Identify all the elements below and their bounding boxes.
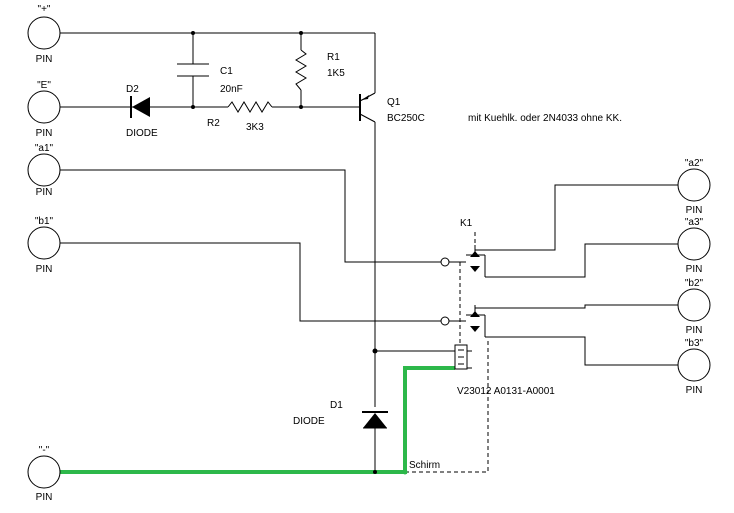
pin-a2: "a2" PIN [677, 158, 711, 216]
shield-dashed [405, 340, 489, 473]
svg-text:V23012 A0131-A0001: V23012 A0131-A0001 [457, 386, 555, 397]
svg-text:PIN: PIN [36, 492, 53, 503]
pin-b2: "b2" PIN [677, 278, 711, 336]
pin-b1: "b1" PIN [27, 216, 61, 275]
pin-e: "E" PIN [27, 80, 61, 139]
svg-text:PIN: PIN [686, 264, 703, 275]
pin-plus: "+" PIN [27, 4, 61, 65]
svg-text:"b2": "b2" [685, 278, 704, 289]
svg-text:"E": "E" [37, 80, 51, 91]
svg-text:PIN: PIN [36, 54, 53, 65]
diode-d1: D1 DIODE [293, 400, 388, 429]
svg-text:20nF: 20nF [220, 84, 243, 95]
svg-text:R1: R1 [327, 52, 340, 63]
relay-k1: K1 V23012 A0131-A0001 [440, 218, 555, 397]
svg-text:1K5: 1K5 [327, 68, 345, 79]
svg-text:"a3": "a3" [685, 217, 704, 228]
junctions [191, 31, 408, 475]
svg-text:BC250C: BC250C [387, 113, 425, 124]
svg-text:"a1": "a1" [35, 143, 54, 154]
shield-wire [60, 366, 455, 474]
capacitor-c1: C1 20nF [177, 63, 243, 95]
shield-label: Schirm [409, 460, 440, 471]
wires [60, 32, 678, 472]
diode-d2: D2 DIODE [126, 84, 160, 139]
svg-text:PIN: PIN [686, 325, 703, 336]
svg-text:PIN: PIN [36, 264, 53, 275]
pin-a3: "a3" PIN [677, 217, 711, 275]
svg-text:PIN: PIN [686, 385, 703, 396]
transistor-q1: Q1 BC250C [359, 92, 425, 124]
svg-text:"b3": "b3" [685, 338, 704, 349]
svg-text:DIODE: DIODE [126, 128, 158, 139]
svg-text:"-": "-" [39, 445, 50, 456]
svg-text:"+": "+" [38, 4, 51, 15]
svg-text:PIN: PIN [36, 187, 53, 198]
svg-text:3K3: 3K3 [246, 122, 264, 133]
svg-text:C1: C1 [220, 66, 233, 77]
svg-text:R2: R2 [207, 118, 220, 129]
pin-minus: "-" PIN [27, 445, 61, 503]
resistor-r1: R1 1K5 [295, 49, 345, 91]
pin-b3: "b3" PIN [677, 338, 711, 396]
svg-text:DIODE: DIODE [293, 416, 325, 427]
svg-text:"a2": "a2" [685, 158, 704, 169]
pin-a1: "a1" PIN [27, 143, 61, 198]
svg-text:D1: D1 [330, 400, 343, 411]
heatsink-note: mit Kuehlk. oder 2N4033 ohne KK. [468, 113, 622, 124]
svg-text:"b1": "b1" [35, 216, 54, 227]
resistor-r2: R2 3K3 [207, 101, 273, 133]
svg-text:D2: D2 [126, 84, 139, 95]
svg-text:K1: K1 [460, 218, 473, 229]
svg-text:PIN: PIN [686, 205, 703, 216]
svg-text:PIN: PIN [36, 128, 53, 139]
svg-text:Q1: Q1 [387, 97, 401, 108]
